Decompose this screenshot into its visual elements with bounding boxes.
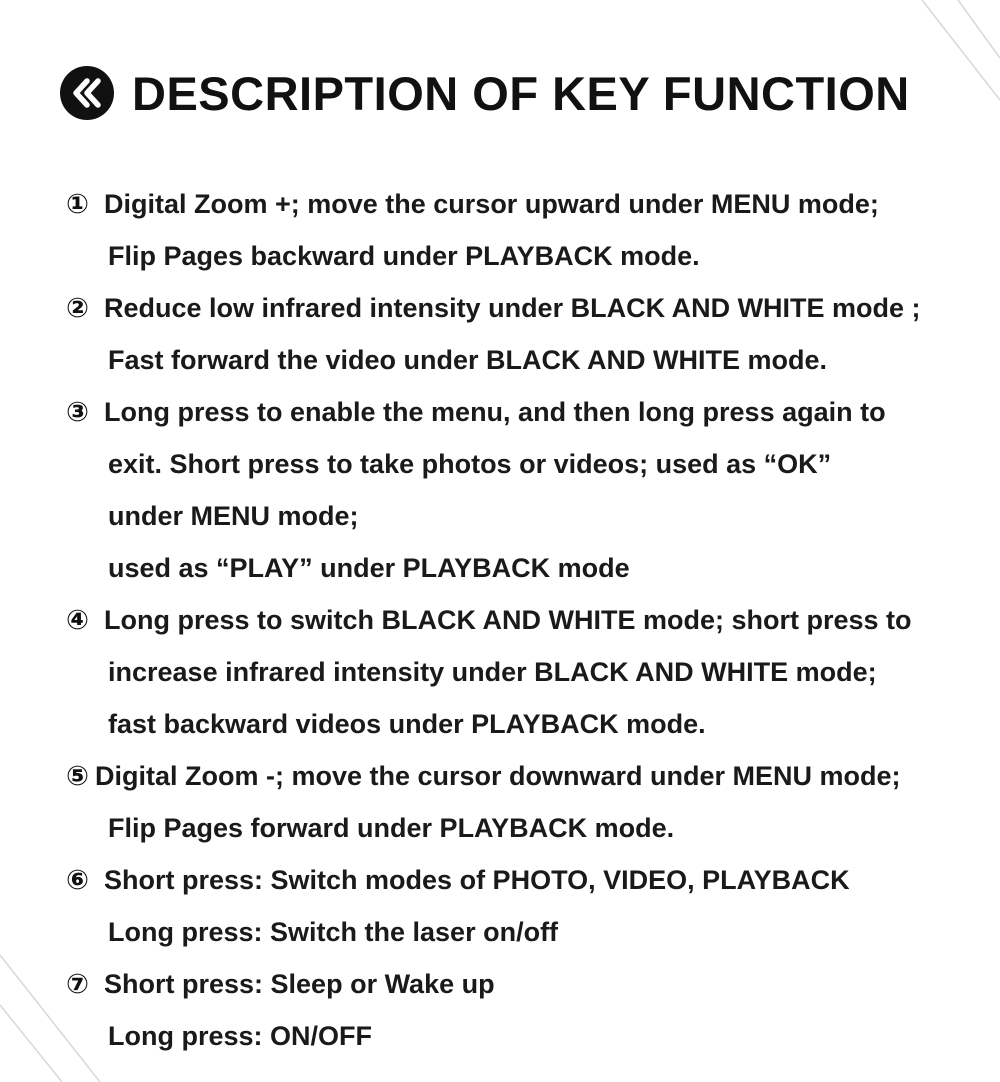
item-line: Digital Zoom +; move the cursor upward u…: [104, 189, 879, 219]
list-item: ② Reduce low infrared intensity under BL…: [66, 282, 986, 386]
double-chevron-left-icon: [60, 66, 114, 120]
item-text: Long press to switch BLACK AND WHITE mod…: [104, 594, 986, 750]
item-line: exit. Short press to take photos or vide…: [108, 449, 832, 479]
item-line: fast backward videos under PLAYBACK mode…: [108, 709, 706, 739]
item-line: Long press: Switch the laser on/off: [108, 917, 559, 947]
item-line: under MENU mode;: [108, 501, 359, 531]
page-title: DESCRIPTION OF KEY FUNCTION: [132, 66, 910, 120]
list-item: ⑦ Short press: Sleep or Wake up Long pre…: [66, 958, 986, 1062]
item-number: ①: [66, 189, 89, 219]
item-number: ③: [66, 397, 89, 427]
item-line: Flip Pages backward under PLAYBACK mode.: [108, 241, 700, 271]
item-text: Reduce low infrared intensity under BLAC…: [104, 282, 986, 386]
list-item: ④ Long press to switch BLACK AND WHITE m…: [66, 594, 986, 750]
item-number: ⑦: [66, 969, 89, 999]
item-text: Short press: Switch modes of PHOTO, VIDE…: [104, 854, 986, 958]
item-line: Long press: ON/OFF: [108, 1021, 373, 1051]
list-item: ⑤ Digital Zoom -; move the cursor downwa…: [66, 750, 986, 854]
item-line: Short press: Sleep or Wake up: [104, 969, 495, 999]
item-line: Short press: Switch modes of PHOTO, VIDE…: [104, 865, 850, 895]
page-header: DESCRIPTION OF KEY FUNCTION: [60, 63, 910, 123]
list-item: ① Digital Zoom +; move the cursor upward…: [66, 178, 986, 282]
item-line: increase infrared intensity under BLACK …: [108, 657, 877, 687]
item-text: Short press: Sleep or Wake up Long press…: [104, 958, 986, 1062]
item-number: ②: [66, 293, 89, 323]
key-function-list: ① Digital Zoom +; move the cursor upward…: [66, 178, 986, 1062]
item-line: Long press to switch BLACK AND WHITE mod…: [104, 605, 912, 635]
item-number: ⑥: [66, 865, 89, 895]
item-text: Long press to enable the menu, and then …: [104, 386, 986, 594]
item-line: Long press to enable the menu, and then …: [104, 397, 886, 427]
item-text: Digital Zoom -; move the cursor downward…: [95, 750, 986, 854]
item-text: Digital Zoom +; move the cursor upward u…: [104, 178, 986, 282]
list-item: ③ Long press to enable the menu, and the…: [66, 386, 986, 594]
item-line: used as “PLAY” under PLAYBACK mode: [108, 553, 630, 583]
item-number: ⑤: [66, 761, 89, 791]
item-line: Reduce low infrared intensity under BLAC…: [104, 293, 921, 323]
item-line: Flip Pages forward under PLAYBACK mode.: [108, 813, 675, 843]
item-line: Digital Zoom -; move the cursor downward…: [95, 761, 901, 791]
item-number: ④: [66, 605, 89, 635]
item-line: Fast forward the video under BLACK AND W…: [108, 345, 828, 375]
list-item: ⑥ Short press: Switch modes of PHOTO, VI…: [66, 854, 986, 958]
